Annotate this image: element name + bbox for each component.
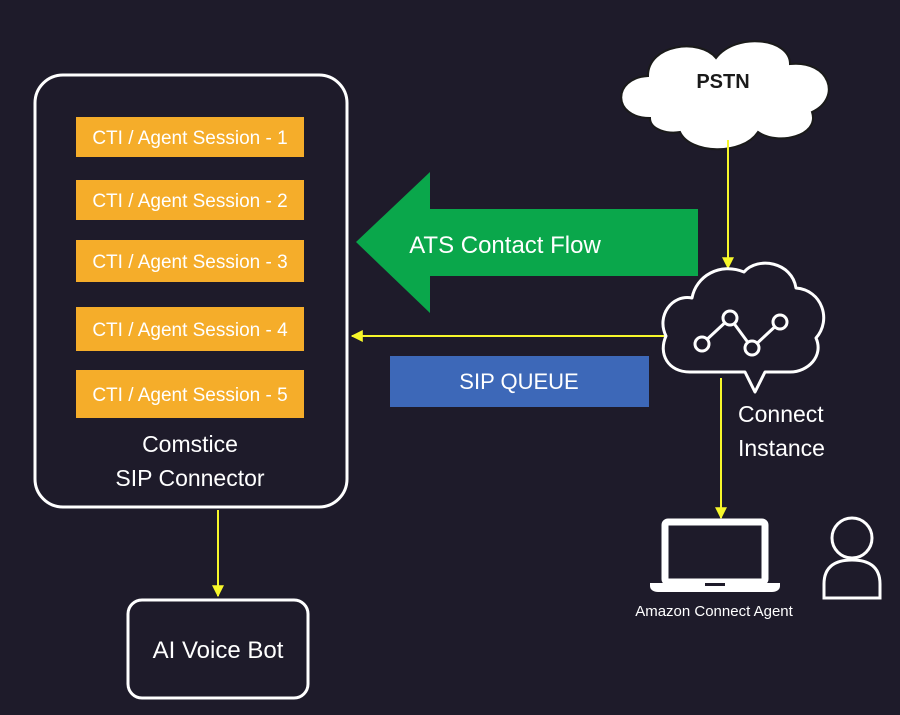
- session-box-2: [76, 180, 304, 220]
- session-label-3: CTI / Agent Session - 3: [92, 252, 287, 273]
- connect-instance-line1: Connect: [738, 401, 824, 427]
- sip-connector-box: [33, 73, 349, 509]
- cloud-icon: [620, 40, 830, 151]
- session-box-5: [76, 370, 304, 418]
- connect-instance-line2: Instance: [738, 435, 825, 461]
- voice-bot-box: [126, 598, 310, 700]
- session-label-4: CTI / Agent Session - 4: [92, 320, 288, 341]
- session-label-5: CTI / Agent Session - 5: [92, 385, 287, 406]
- voice-bot-label: AI Voice Bot: [153, 637, 284, 664]
- connector-title-line1: Comstice: [142, 431, 238, 457]
- agent-label: Amazon Connect Agent: [635, 603, 793, 620]
- sip-queue-label: SIP QUEUE: [459, 369, 578, 394]
- laptop-icon: [650, 518, 780, 592]
- connect-cloud-icon: [661, 261, 826, 394]
- connector-title-line2: SIP Connector: [115, 465, 265, 491]
- session-list: CTI / Agent Session - 1 CTI / Agent Sess…: [76, 117, 304, 418]
- session-label-2: CTI / Agent Session - 2: [92, 191, 287, 212]
- pstn-label: PSTN: [696, 71, 749, 93]
- session-box-3: [76, 240, 304, 282]
- sip-queue-box: [390, 356, 649, 407]
- contact-flow-arrow: [356, 172, 698, 313]
- session-box-4: [76, 307, 304, 351]
- session-box-1: [76, 117, 304, 157]
- session-label-1: CTI / Agent Session - 1: [92, 128, 287, 149]
- contact-flow-label: ATS Contact Flow: [409, 232, 601, 259]
- person-icon: [822, 516, 882, 600]
